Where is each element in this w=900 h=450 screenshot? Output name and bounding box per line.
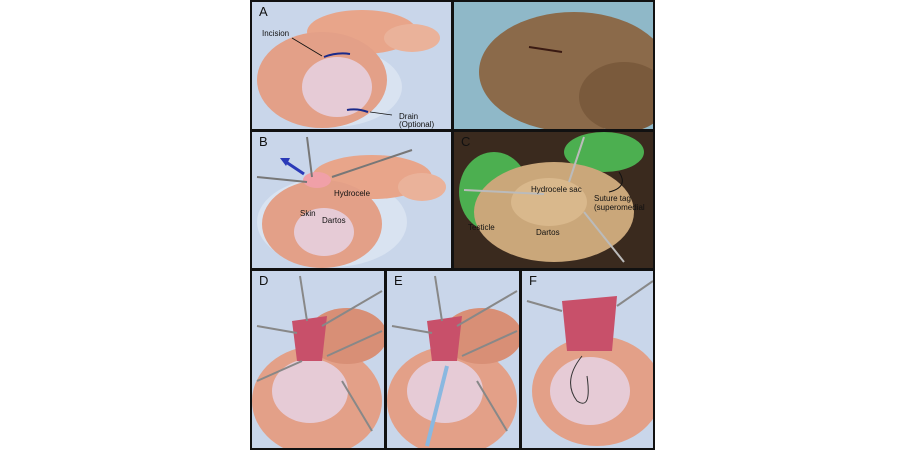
panel-c-photo: C Hydrocele sac Suture tag (superomedial… — [454, 132, 653, 268]
panel-a-photo — [454, 2, 653, 129]
panel-f-illustration: F — [522, 271, 653, 448]
panel-b-drawing — [252, 132, 451, 268]
panel-f-letter: F — [529, 273, 537, 288]
panel-b-illustration: B Hydrocele Skin Dartos — [252, 132, 451, 268]
panel-a-illustration: A Incision Drain (Optional) — [252, 2, 451, 129]
testicle-label: Testicle — [468, 223, 495, 232]
panel-d-illustration: D — [252, 271, 384, 448]
panel-f-drawing — [522, 271, 653, 448]
panel-a-photo-drawing — [454, 2, 653, 129]
panel-a-letter: A — [259, 4, 268, 19]
dartos-label: Dartos — [322, 216, 346, 225]
drain-optional-label: (Optional) — [399, 120, 435, 129]
incision-label: Incision — [262, 29, 290, 38]
panel-c-letter: C — [461, 134, 471, 149]
suture-tag-label: Suture tag — [594, 194, 631, 203]
suture-tag-position-label: (superomedial — [594, 203, 645, 212]
panel-e-letter: E — [394, 273, 403, 288]
panel-e-illustration: E — [387, 271, 519, 448]
hydrocele-sac-label: Hydrocele sac — [531, 185, 582, 194]
panel-c-drawing — [454, 132, 653, 268]
drain-label: Drain — [399, 112, 419, 121]
panel-d-drawing — [252, 271, 384, 448]
panel-d-letter: D — [259, 273, 269, 288]
dartos-label-c: Dartos — [536, 228, 560, 237]
hydrocele-label: Hydrocele — [334, 189, 371, 198]
skin-label: Skin — [300, 209, 316, 218]
surgical-figure: A Incision Drain (Optional) B — [250, 0, 655, 450]
panel-b-letter: B — [259, 134, 268, 149]
panel-a-drawing — [252, 2, 451, 129]
panel-e-drawing — [387, 271, 519, 448]
